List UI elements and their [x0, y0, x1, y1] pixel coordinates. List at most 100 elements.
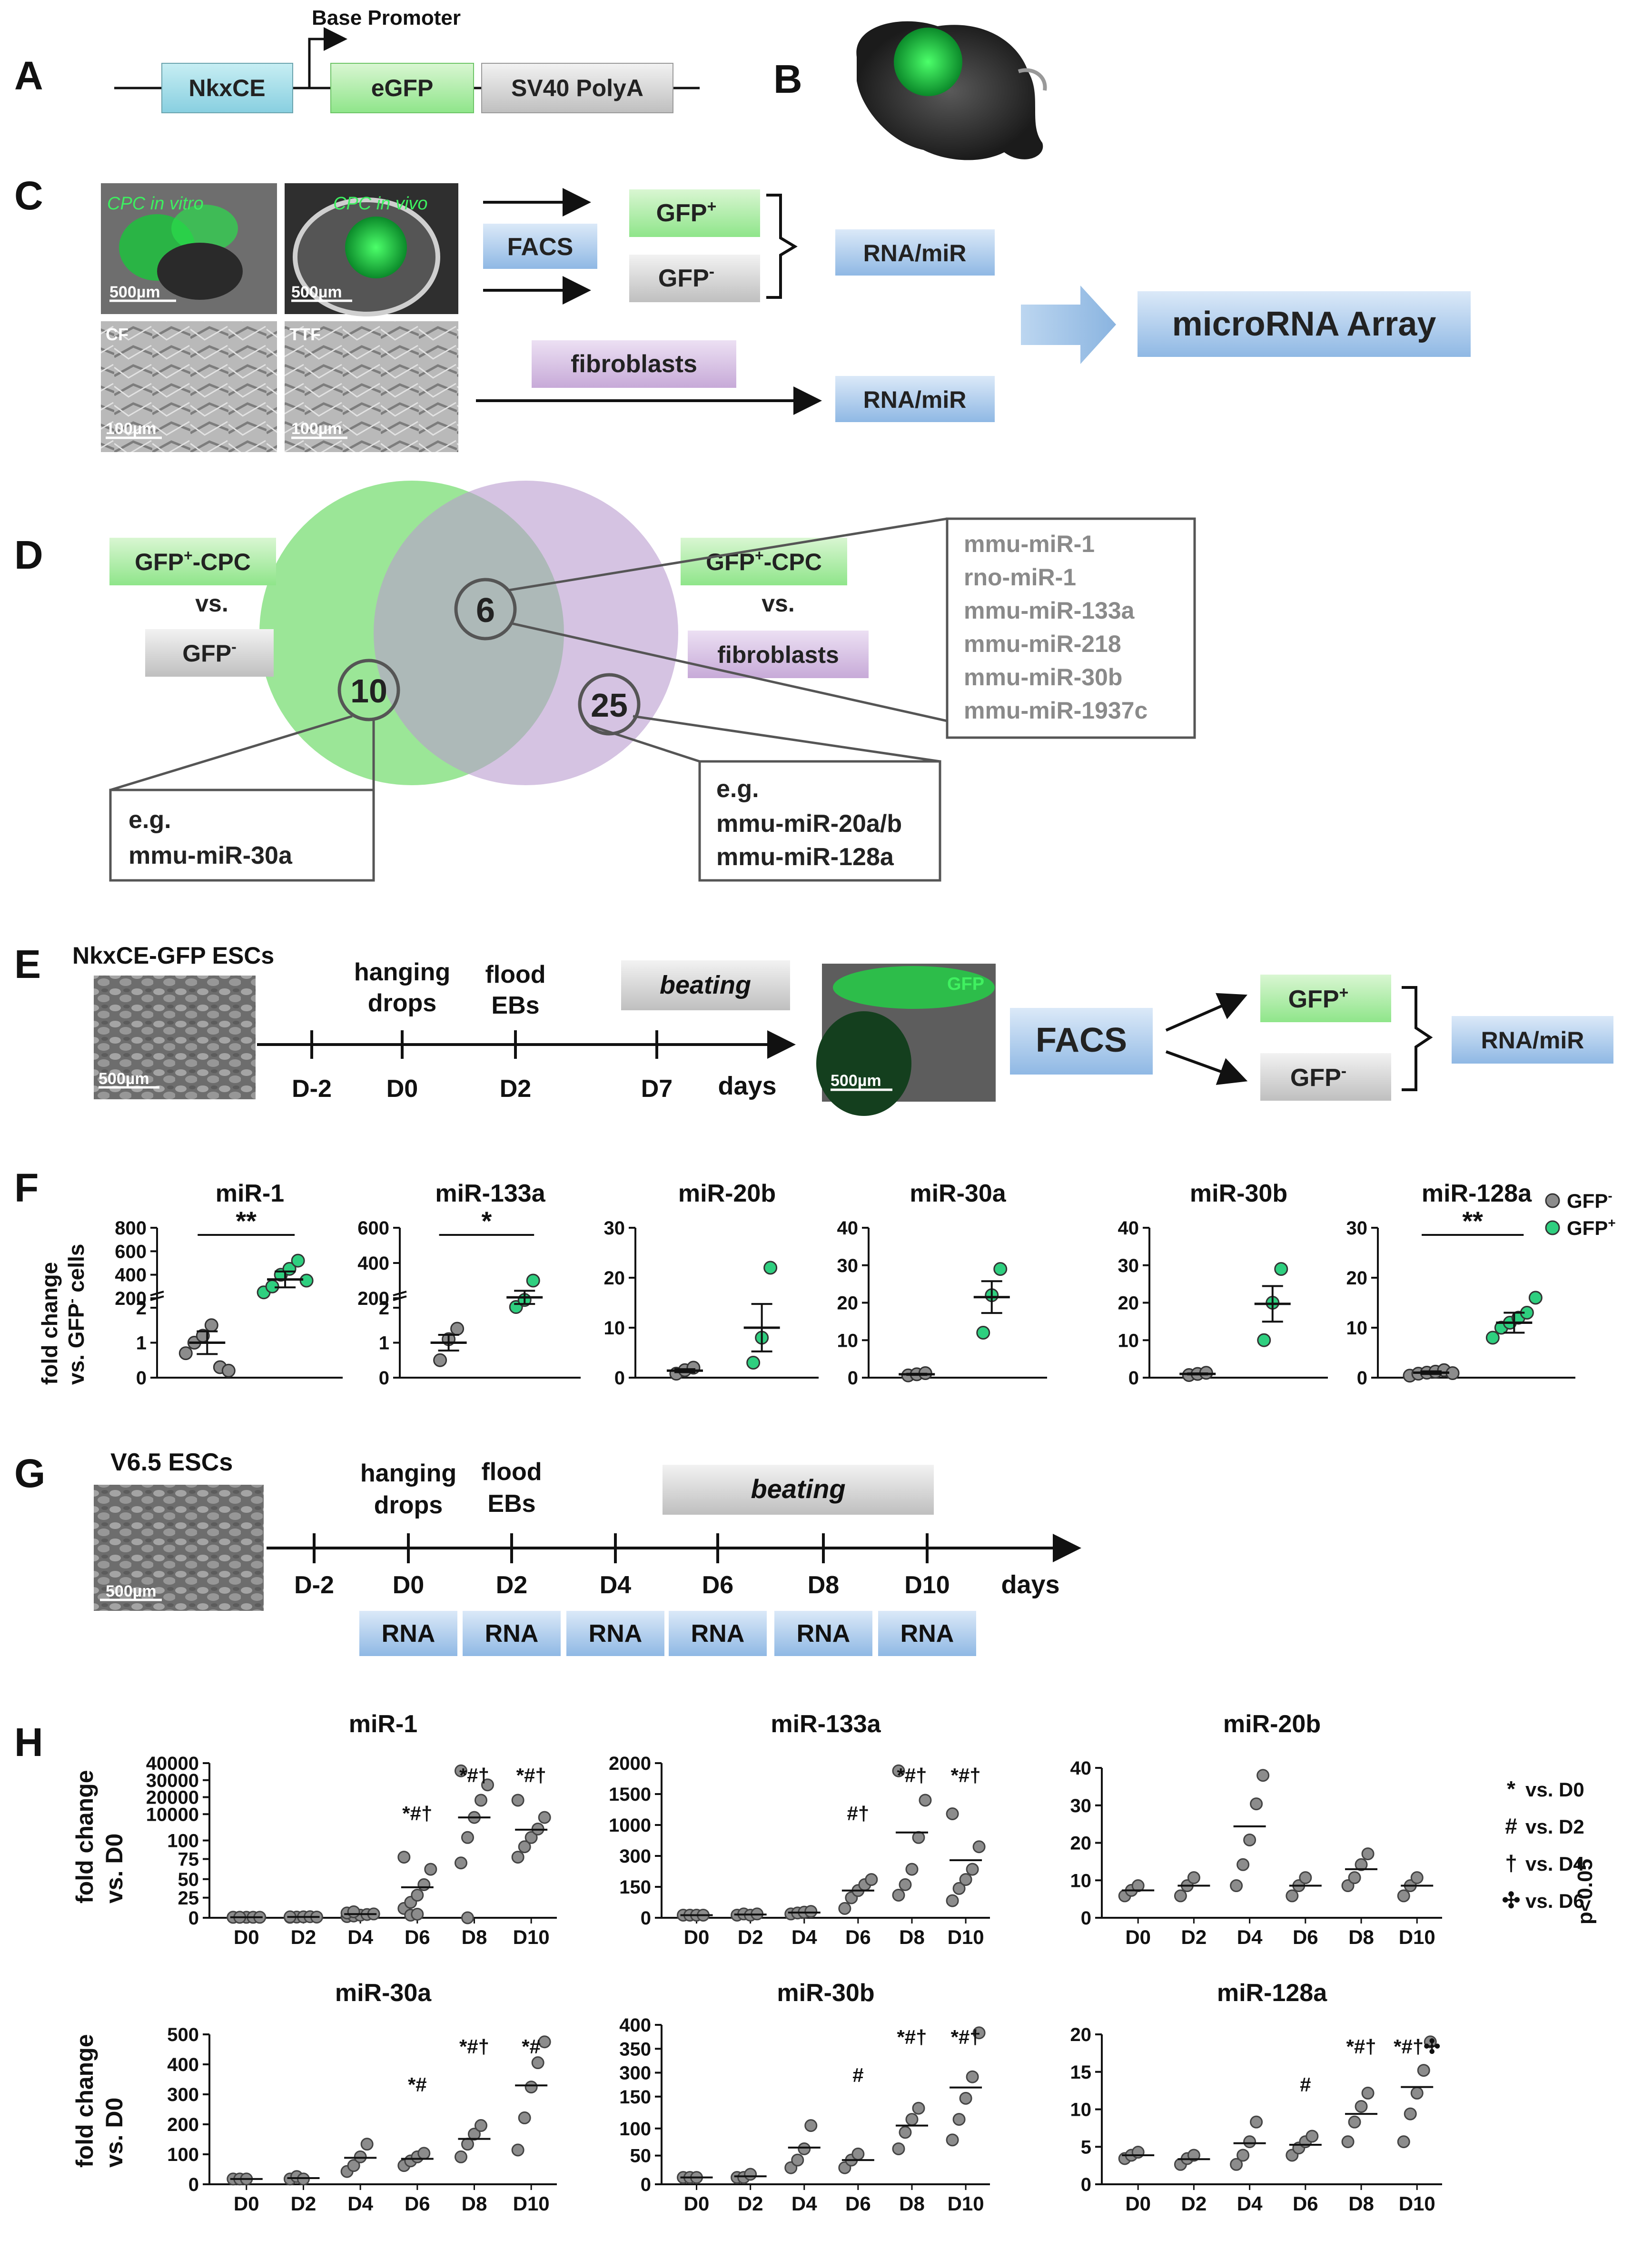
legend-symbol: #: [1505, 1814, 1517, 1838]
y-tick-label: 300: [619, 2063, 651, 2084]
vs-label: vs.: [762, 590, 795, 617]
y-tick-label: 0: [1081, 2174, 1091, 2195]
hanging-label: hanging: [354, 958, 450, 986]
cpc-in-vitro-label: CPC in vitro: [107, 194, 204, 214]
x-tick-label: D8: [899, 2192, 925, 2215]
construct-diagram: NkxCE eGFP SV40 PolyA Base Promoter: [114, 6, 700, 113]
x-tick-label: D0: [1125, 1926, 1151, 1948]
overlap-mirna-item: rno-miR-1: [964, 564, 1076, 591]
y-tick-label: 1500: [609, 1784, 651, 1805]
x-tick-label: D0: [684, 2192, 710, 2215]
data-point: [946, 2133, 959, 2147]
data-point: [474, 1794, 487, 1807]
data-point: [1237, 2149, 1250, 2162]
significance-annotation: *#: [408, 2073, 427, 2096]
rna-mir-box-e: [1452, 1016, 1613, 1064]
polya-box: [481, 63, 673, 113]
data-point: [905, 2113, 919, 2126]
data-point: [518, 1840, 531, 1854]
significance-annotation: #: [852, 2064, 863, 2086]
data-point: [450, 1322, 465, 1336]
data-point: [538, 2035, 551, 2049]
y-tick-label: 25: [178, 1888, 199, 1909]
data-point: [959, 2091, 972, 2105]
rna-label: RNA: [485, 1620, 539, 1647]
data-point: [354, 2150, 367, 2163]
y-tick-label: 10: [1118, 1330, 1139, 1351]
y-tick-label: 10: [837, 1330, 859, 1351]
x-tick-label: D6: [845, 2192, 871, 2215]
promoter-arrow: [308, 27, 347, 88]
x-tick-label: D4: [1237, 1926, 1263, 1948]
y-tick-label: 20: [1070, 2024, 1092, 2045]
significance-label: **: [236, 1206, 257, 1236]
y-tick-label: 30: [837, 1255, 859, 1276]
f-ylabel: fold change vs. GFP- cells: [37, 1244, 89, 1385]
significance-annotation: *#†: [402, 1802, 432, 1825]
x-tick-label: D6: [405, 1926, 430, 1948]
overlap-list-box: [946, 517, 1196, 739]
data-point: [838, 1902, 851, 1915]
esc-title-g: V6.5 ESCs: [110, 1449, 233, 1476]
rna-label: RNA: [691, 1620, 745, 1647]
data-point: [1250, 2115, 1263, 2129]
data-point: [892, 2142, 905, 2155]
gfp-cpc-box-left: [109, 538, 276, 585]
data-point: [524, 2081, 538, 2094]
data-point: [905, 1863, 919, 1876]
data-point: [538, 1811, 551, 1824]
gfp-cpc-box-right: [681, 538, 847, 585]
f-legend: GFP- GFP+: [1545, 1188, 1616, 1239]
legend-symbol: *: [1507, 1776, 1515, 1801]
data-point: [1424, 2035, 1437, 2049]
data-point: [966, 2070, 979, 2083]
data-point: [959, 1873, 972, 1886]
significance-label: **: [1462, 1206, 1483, 1236]
rna-label: RNA: [797, 1620, 851, 1647]
y-tick-label: 10: [1070, 2100, 1092, 2121]
legend-text: vs. D6: [1525, 1890, 1584, 1912]
panel-label-F: F: [14, 1165, 39, 1210]
chart-title: miR-30b: [777, 1979, 874, 2007]
timeline-tick-label: D7: [641, 1075, 673, 1103]
flood-label-g: flood: [481, 1458, 542, 1486]
chart-title: miR-128a: [1422, 1180, 1532, 1207]
cf-label: CF: [106, 325, 129, 344]
x-tick-label: D4: [791, 1926, 817, 1948]
data-point: [291, 1253, 305, 1268]
data-point: [511, 2143, 524, 2157]
data-point: [347, 1905, 360, 1918]
y-tick-label: 100: [167, 2144, 199, 2165]
rna-box: [669, 1611, 767, 1656]
beating-box-g: [663, 1465, 934, 1515]
data-point: [892, 1764, 905, 1777]
y-tick-label: 1000: [609, 1815, 651, 1836]
data-point: [454, 1856, 467, 1870]
rna-label: RNA: [589, 1620, 643, 1647]
significance-label: *: [482, 1206, 492, 1236]
y-tick-label: 0: [188, 2174, 199, 2195]
egfp-label: eGFP: [371, 75, 434, 101]
data-point: [1355, 2100, 1368, 2113]
significance-annotation: #: [1300, 2073, 1311, 2096]
data-point: [1306, 2130, 1319, 2143]
data-point: [865, 1873, 878, 1886]
data-point: [411, 1907, 424, 1921]
data-point: [1230, 2158, 1243, 2171]
h-legend: *vs. D0#vs. D2†vs. D4✣vs. D6: [1502, 1776, 1585, 1913]
x-tick-label: D2: [291, 1926, 317, 1948]
y-tick-label: 1: [379, 1333, 389, 1354]
timeline-tick-label: D8: [808, 1571, 839, 1599]
data-point: [1250, 1797, 1263, 1811]
data-point: [411, 1888, 424, 1902]
microrna-array-box: [1138, 291, 1471, 357]
data-point: [892, 1888, 905, 1902]
cpc-in-vivo-label: CPC in vivo: [333, 194, 428, 214]
data-point: [912, 1831, 925, 1844]
scale-bar-label: 500µm: [291, 283, 342, 301]
